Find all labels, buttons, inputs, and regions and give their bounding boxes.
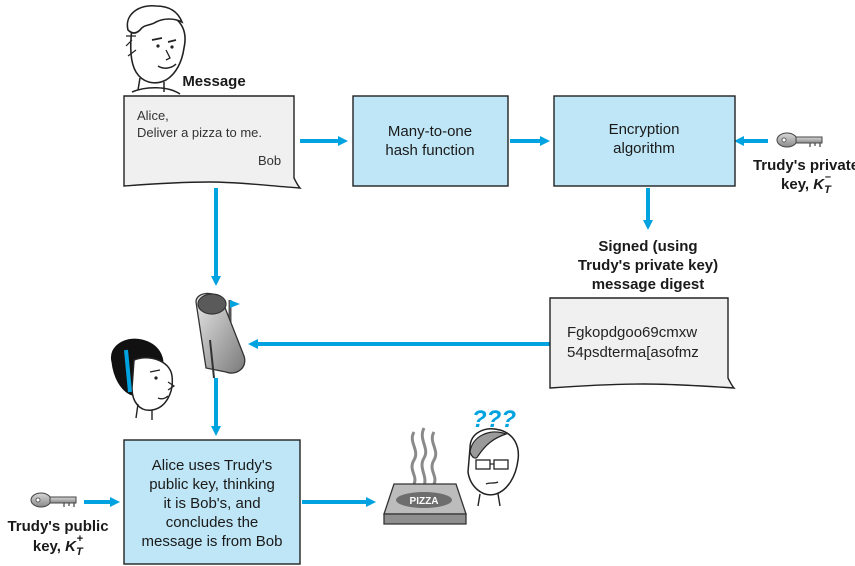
message-document: Alice, Deliver a pizza to me. Bob [123, 95, 302, 189]
public-key-superscript: + [77, 533, 83, 545]
private-key-superscript: – [825, 171, 831, 183]
public-key-subscript: T [76, 546, 84, 558]
bob-figure [467, 428, 520, 507]
alice-figure [110, 338, 176, 420]
hash-function-box: Many-to-one hash function [352, 95, 509, 187]
private-key-symbol: K [813, 176, 825, 193]
digest-line-2: 54psdterma[asofmz [567, 344, 699, 361]
private-key-prefix: key, [781, 176, 813, 193]
private-key-label-line-2: key, KT– [781, 171, 832, 196]
arrows [84, 136, 768, 507]
private-key-subscript: T [824, 184, 832, 196]
alice-box-line-5: message is from Bob [142, 533, 283, 550]
alice-box-line-4: concludes the [166, 514, 259, 531]
message-line-1: Alice, [137, 108, 169, 123]
message-line-2: Deliver a pizza to me. [137, 125, 262, 140]
public-key-symbol: K [65, 538, 77, 555]
private-key-icon [776, 132, 823, 148]
public-key-icon [30, 492, 77, 508]
hash-box-line-1: Many-to-one [388, 123, 472, 140]
alice-conclusion-box: Alice uses Trudy's public key, thinking … [123, 439, 301, 565]
pizza-label: PIZZA [410, 496, 439, 507]
signed-digest-document: Fgkopdgoo69cmxw 54psdterma[asofmz [549, 297, 736, 389]
public-key-prefix: key, [33, 538, 65, 555]
alice-box-line-2: public key, thinking [149, 476, 275, 493]
encryption-algorithm-box: Encryption algorithm [553, 95, 736, 187]
pizza-box-icon: PIZZA [383, 427, 467, 525]
signed-label-line-1: Signed (using [598, 238, 697, 255]
hash-box-line-2: hash function [385, 142, 474, 159]
message-signature: Bob [258, 153, 281, 168]
question-marks: ??? [472, 406, 516, 433]
public-key-label-line-2: key, KT+ [33, 533, 84, 558]
mailbox-icon [195, 292, 246, 379]
message-label: Message [182, 73, 245, 90]
signed-label-line-3: message digest [592, 276, 705, 293]
signed-label-line-2: Trudy's private key) [578, 257, 718, 274]
public-key-label-line-1: Trudy's public [7, 518, 108, 535]
trudy-figure [125, 5, 186, 95]
alice-box-line-3: it is Bob's, and [163, 495, 260, 512]
encryption-box-line-1: Encryption [609, 121, 680, 138]
alice-box-line-1: Alice uses Trudy's [152, 457, 272, 474]
private-key-label-line-1: Trudy's private [753, 157, 855, 174]
encryption-box-line-2: algorithm [613, 140, 675, 157]
digest-line-1: Fgkopdgoo69cmxw [567, 324, 697, 341]
